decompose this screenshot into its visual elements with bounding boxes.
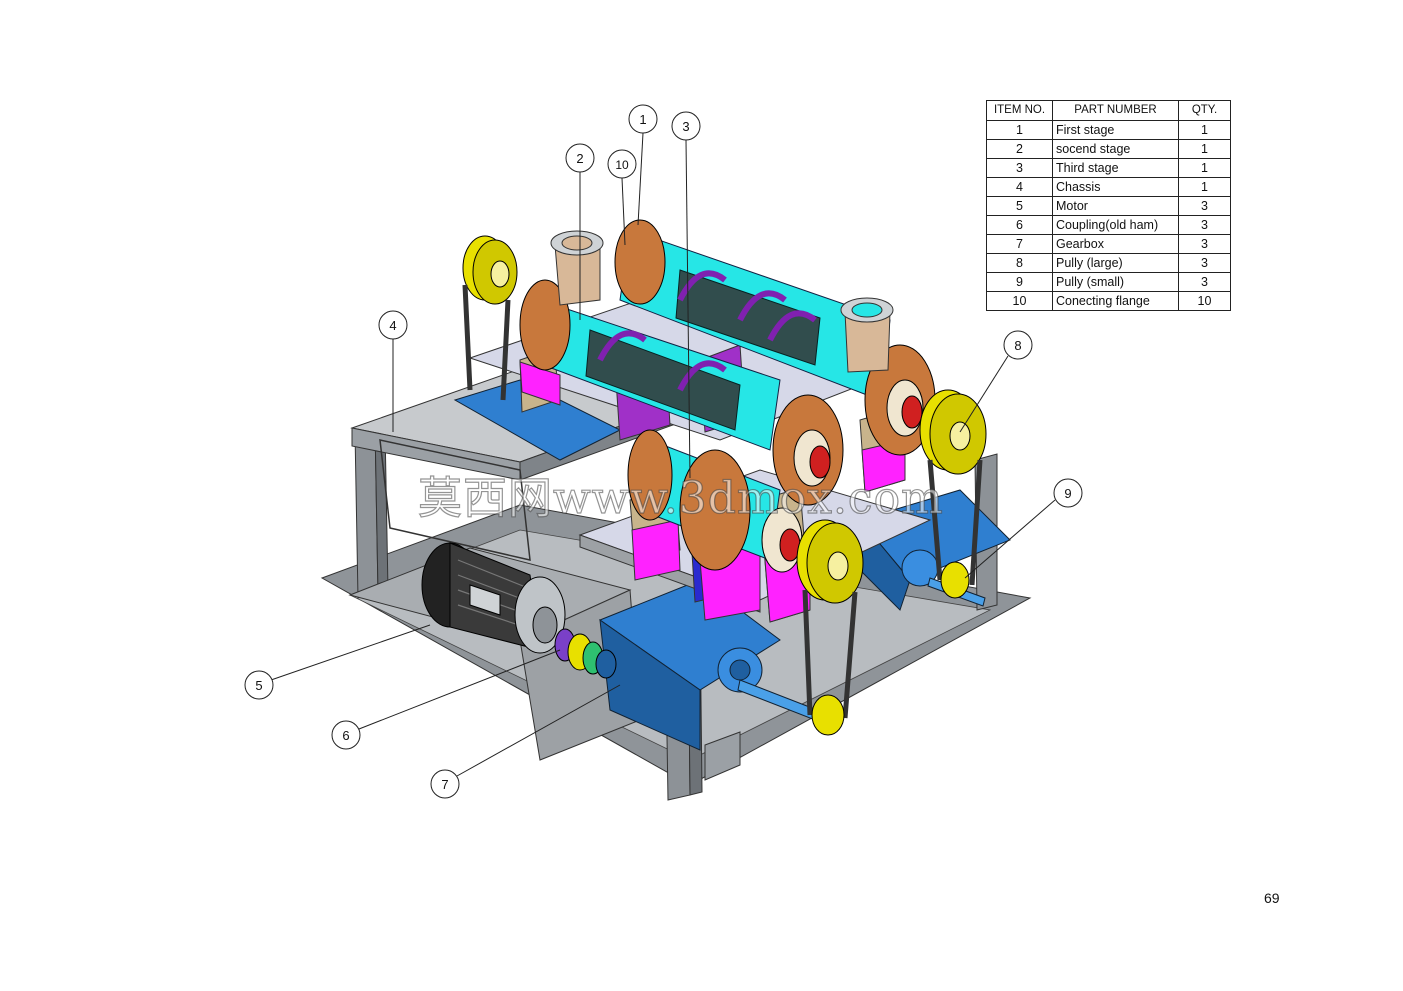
balloon-10 [607,149,637,179]
stage-drums [519,219,936,573]
item-number: 3 [986,158,1053,178]
balloon-5-label: 5 [255,678,262,693]
quantity: 3 [1178,215,1231,235]
balloon-9-label: 9 [1064,486,1071,501]
part-name: socend stage [1052,139,1179,159]
part-name: Third stage [1052,158,1179,178]
balloon-5 [244,670,274,700]
item-number: 1 [986,120,1053,140]
balloon-6-label: 6 [342,728,349,743]
balloon-callouts [244,104,1083,799]
balloon-6 [331,720,361,750]
balloon-numbers: 1 2 3 4 5 6 7 8 9 10 [255,112,1071,792]
page-number: 69 [1264,890,1280,906]
bom-header-item-no: ITEM NO. [986,100,1053,121]
quantity: 3 [1178,272,1231,292]
balloon-1 [628,104,658,134]
balloon-3-label: 3 [682,119,689,134]
part-name: Conecting flange [1052,291,1179,311]
balloon-8 [1003,330,1033,360]
bom-header-qty: QTY. [1178,100,1231,121]
part-name: Coupling(old ham) [1052,215,1179,235]
quantity: 3 [1178,253,1231,273]
part-name: Pully (small) [1052,272,1179,292]
part-name: Pully (large) [1052,253,1179,273]
quantity: 3 [1178,234,1231,254]
balloon-10-label: 10 [615,158,629,172]
quantity: 1 [1178,139,1231,159]
motor [421,542,566,654]
item-number: 5 [986,196,1053,216]
bom-header-part-number: PART NUMBER [1052,100,1179,121]
balloon-8-label: 8 [1014,338,1021,353]
quantity: 3 [1178,196,1231,216]
item-number: 8 [986,253,1053,273]
item-number: 10 [986,291,1053,311]
quantity: 1 [1178,158,1231,178]
part-name: Motor [1052,196,1179,216]
item-number: 6 [986,215,1053,235]
pulleys-and-belts [462,235,987,736]
balloon-7-label: 7 [441,777,448,792]
balloon-7 [430,769,460,799]
balloon-4-label: 4 [389,318,396,333]
balloon-2-label: 2 [576,151,583,166]
item-number: 2 [986,139,1053,159]
part-name: Chassis [1052,177,1179,197]
item-number: 9 [986,272,1053,292]
balloon-3 [671,111,701,141]
quantity: 1 [1178,120,1231,140]
balloon-1-label: 1 [639,112,646,127]
item-number: 4 [986,177,1053,197]
balloon-2 [565,143,595,173]
quantity: 1 [1178,177,1231,197]
coupling [554,628,617,679]
part-name: First stage [1052,120,1179,140]
watermark: 莫西网www.3dmox.com [417,472,944,524]
balloon-9 [1053,478,1083,508]
quantity: 10 [1178,291,1231,311]
item-number: 7 [986,234,1053,254]
balloon-4 [378,310,408,340]
part-name: Gearbox [1052,234,1179,254]
bom-header-row: ITEM NO. PART NUMBER QTY. [986,100,1231,121]
